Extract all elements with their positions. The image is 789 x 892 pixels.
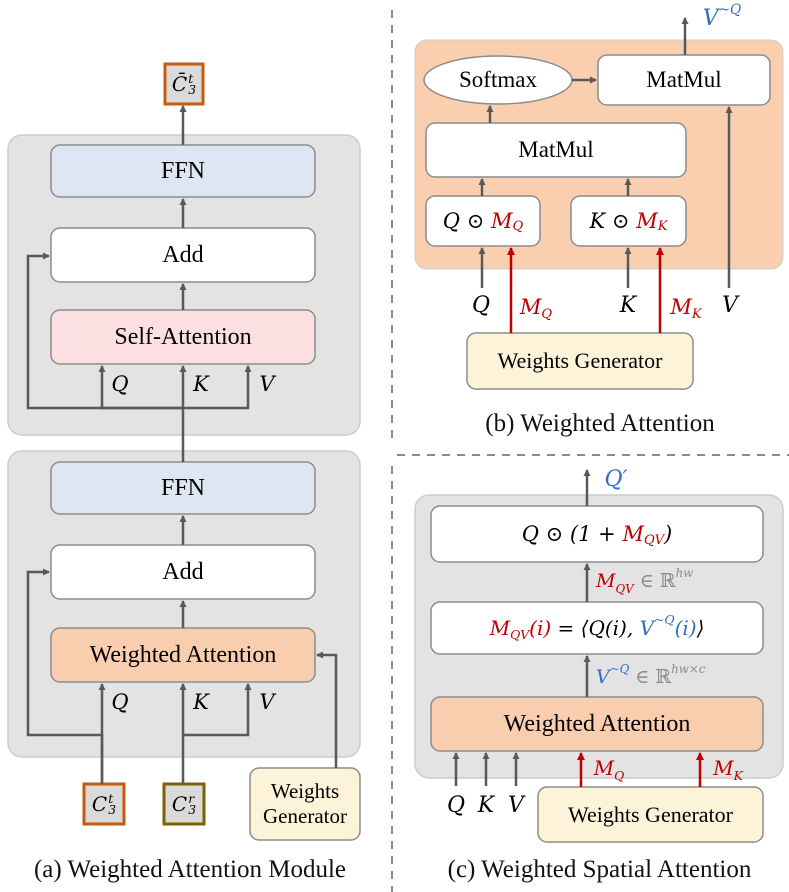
top-add-label: Add (162, 241, 204, 268)
q-update-box (430, 505, 764, 563)
b-input-v: V (722, 292, 738, 318)
bottom-v-label: V (259, 690, 275, 714)
weighted-attention-label-c: Weighted Attention (503, 710, 691, 737)
weighted-attention-label-a: Weighted Attention (89, 641, 277, 668)
top-v-label: V (259, 372, 275, 396)
input-ct-box (82, 782, 126, 826)
matmul-mid-label: MatMul (518, 137, 594, 162)
weights-generator-label-b: Weights Generator (497, 348, 663, 373)
weights-generator-box-c (537, 786, 764, 843)
output-q-prime: Q′ (604, 466, 628, 492)
mqv-box (430, 601, 764, 655)
c-input-v: V (508, 792, 524, 818)
weights-generator-box-b (466, 332, 694, 390)
weights-generator-box-a (249, 767, 361, 841)
output-node-box (163, 62, 205, 106)
caption-c: (c) Weighted Spatial Attention (447, 856, 752, 883)
caption-a: (a) Weighted Attention Module (33, 856, 347, 883)
b-input-k: K (619, 292, 637, 318)
weighted-attention-box-c (430, 696, 764, 752)
c-input-k: K (477, 792, 495, 818)
top-ffn-label: FFN (160, 157, 206, 184)
bottom-k-label: K (193, 690, 209, 714)
b-input-q: Q (471, 292, 491, 318)
c-input-q: Q (446, 792, 466, 818)
bottom-q-label: Q (111, 690, 129, 714)
top-k-label: K (193, 372, 209, 396)
self-attention-label: Self-Attention (114, 323, 252, 350)
softmax-label: Softmax (459, 67, 537, 92)
bottom-add-label: Add (162, 558, 204, 585)
matmul-mid-box (425, 122, 687, 178)
caption-b: (b) Weighted Attention (485, 410, 715, 437)
top-q-label: Q (111, 372, 129, 396)
weights-generator-label-c: Weights Generator (568, 801, 733, 827)
output-v-label: V~Q (702, 2, 742, 31)
matmul-top-label: MatMul (646, 67, 722, 92)
bottom-ffn-label: FFN (160, 474, 206, 501)
